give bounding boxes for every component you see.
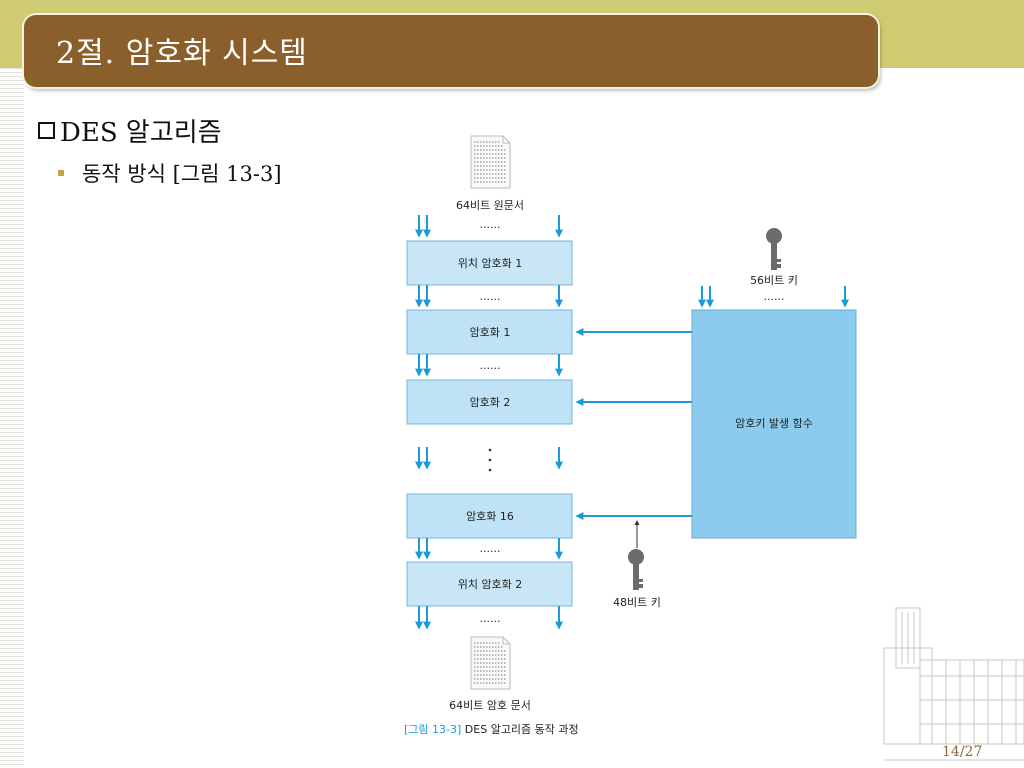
dots-1: ......: [480, 218, 501, 231]
dots-5: ......: [480, 612, 501, 625]
arrows-out: [415, 606, 563, 630]
ip-label: 위치 암호화 1: [458, 257, 523, 270]
fp-label: 위치 암호화 2: [458, 578, 523, 591]
dots-key: ......: [764, 290, 785, 303]
bullet-level1-text: DES 알고리즘: [60, 118, 222, 148]
hollow-square-bullet-icon: [38, 122, 55, 139]
plaintext-label: 64비트 원문서: [456, 199, 524, 212]
arrows-into-round2: [415, 354, 563, 377]
bullet-level1: DES 알고리즘: [38, 112, 222, 149]
arrows-into-ip: [415, 215, 563, 238]
key56-label: 56비트 키: [750, 274, 798, 287]
round1-label: 암호화 1: [470, 326, 511, 339]
ip-box: [406, 240, 573, 286]
key-icon: [628, 549, 644, 590]
plaintext-document-icon: [470, 135, 511, 189]
dots-4: ......: [480, 542, 501, 555]
figure-caption: [그림 13-3] DES 알고리즘 동작 과정: [404, 722, 579, 736]
arrows-into-round1: [415, 285, 563, 308]
title-bar: [24, 15, 878, 87]
ciphertext-document-icon: [470, 636, 511, 690]
dots-2: ......: [480, 290, 501, 303]
arrows-middle: [415, 447, 563, 470]
round2-label: 암호화 2: [470, 396, 511, 409]
caption-text: DES 알고리즘 동작 과정: [461, 722, 578, 736]
arrows-into-generator: [698, 286, 849, 308]
round16-label: 암호화 16: [466, 510, 514, 523]
round16-box: [406, 493, 573, 539]
round2-box: [406, 379, 573, 425]
key48-label: 48비트 키: [613, 596, 661, 609]
vertical-ellipsis: [488, 448, 492, 472]
dots-3: ......: [480, 359, 501, 372]
key-generator-box: [691, 309, 857, 539]
caption-prefix: [그림 13-3]: [404, 723, 461, 736]
slide-title: 2절. 암호화 시스템: [56, 36, 308, 71]
ciphertext-label: 64비트 암호 문서: [449, 699, 531, 712]
building-sketch: [883, 607, 1024, 761]
bullet-level2: 동작 방식 [그림 13-3]: [58, 158, 282, 188]
left-stripes: [0, 68, 24, 768]
key-icon: [766, 228, 782, 270]
round1-box: [406, 309, 573, 355]
bullet-level2-text: 동작 방식 [그림 13-3]: [82, 162, 282, 186]
key-generator-label: 암호키 발생 함수: [735, 417, 813, 430]
fp-box: [406, 561, 573, 607]
arrows-into-fp: [415, 538, 563, 560]
square-bullet-icon: [58, 170, 64, 176]
page-number: 14/27: [942, 744, 983, 760]
subkey-arrows: [575, 328, 692, 520]
